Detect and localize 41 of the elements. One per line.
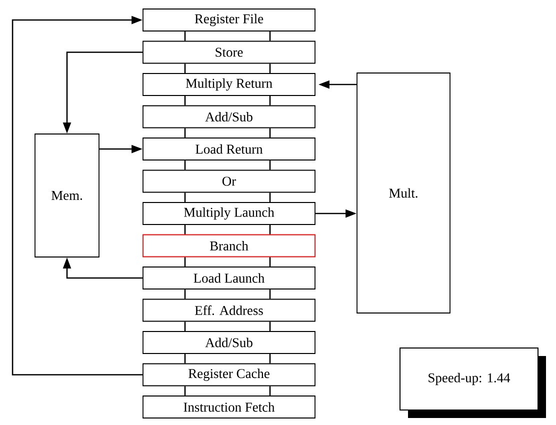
connector-line <box>184 128 186 138</box>
unit-box: Mem. <box>34 134 100 258</box>
connector-line <box>269 322 271 332</box>
unit-box: Mult. <box>356 72 450 314</box>
connector-line <box>269 354 271 364</box>
stage-box: Instruction Fetch <box>142 396 316 418</box>
connector-line <box>184 257 186 267</box>
connector-line <box>269 160 271 170</box>
stage-box: Multiply Launch <box>142 202 316 225</box>
stage-box: Multiply Return <box>142 73 316 96</box>
connector-line <box>269 192 271 202</box>
stage-box: Register Cache <box>142 363 316 386</box>
stage-box: Or <box>142 170 316 193</box>
stage-box: Load Return <box>142 138 316 160</box>
connector-line <box>269 386 271 396</box>
stage-box: Register File <box>142 8 316 32</box>
connector-line <box>184 224 186 234</box>
stage-box: Eff. Address <box>142 298 316 322</box>
stage-box: Add/Sub <box>142 331 316 354</box>
connector-line <box>184 386 186 396</box>
connector-line <box>184 31 186 41</box>
stage-box: Load Launch <box>142 266 316 290</box>
connector-line <box>184 96 186 106</box>
connector-line <box>269 128 271 138</box>
connector-line <box>269 257 271 267</box>
stage-box: Add/Sub <box>142 105 316 128</box>
connector-line <box>269 224 271 234</box>
connector-line <box>184 160 186 170</box>
stage-box: Store <box>142 40 316 64</box>
connector-line <box>269 289 271 299</box>
connector-line <box>184 64 186 74</box>
connector-line <box>184 192 186 202</box>
arrow <box>12 16 143 376</box>
connector-line <box>184 289 186 299</box>
connector-line <box>269 64 271 74</box>
stage-box: Branch <box>142 234 316 258</box>
connector-line <box>184 322 186 332</box>
connector-line <box>184 354 186 364</box>
speedup-box: Speed-up: 1.44 <box>400 348 546 418</box>
connector-line <box>269 31 271 41</box>
connector-line <box>269 96 271 106</box>
